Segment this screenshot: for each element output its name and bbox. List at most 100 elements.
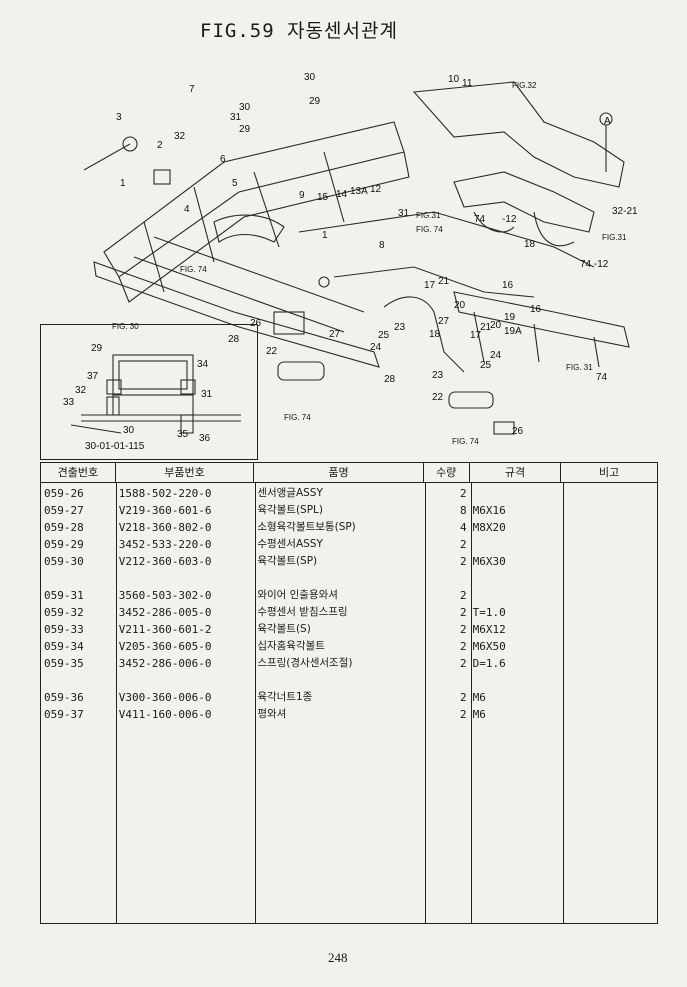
cell-spec: D=1.6 [472,657,506,670]
page-number: 248 [328,950,348,965]
callout-16: 16 [502,280,514,291]
cell-spec: M6X12 [472,623,506,636]
figref-32: FIG.32 [512,81,537,90]
cell-ref: 059-26 [44,487,84,500]
cell-name: 육각너트1종 [257,691,313,703]
cell-qty: 2 [459,589,467,602]
callout-31b: 31 [398,208,410,219]
cell-spec: M6X16 [472,504,506,517]
inset-callout-36: 36 [199,433,211,444]
cell-note [561,536,657,553]
cell-spec: M6X50 [472,640,506,653]
callout-20b: 20 [490,320,502,331]
callout-13a: 13A [350,186,368,197]
callout-24: 24 [370,342,382,353]
callout-15: 15 [317,192,329,203]
cell-part: 3452-286-006-0 [118,657,212,670]
cell-qty: 2 [459,606,467,619]
cell-part: 3452-286-005-0 [118,606,212,619]
header-ref: 견출번호 [41,463,116,482]
cell-qty: 2 [459,487,467,500]
callout-23b: 23 [432,370,444,381]
cell-part: V218-360-802-0 [118,521,212,534]
callout-29: 29 [309,96,321,107]
callout-a: A [604,116,611,127]
cell-qty: 2 [459,708,467,721]
callout-12: 12 [370,184,382,195]
cell-part: 1588-502-220-0 [118,487,212,500]
cell-ref: 059-37 [44,708,84,721]
cell-name: 육각볼트(S) [257,623,311,635]
cell-qty: 2 [459,657,467,670]
cell-name: 수평센서 받침스프링 [257,606,348,618]
inset-callout-32: 32 [75,385,87,396]
callout-2: 2 [157,140,163,151]
callout-21b: 21 [480,322,492,333]
column-divider [563,483,564,923]
callout-26: 26 [250,318,262,329]
callout-3: 3 [116,112,122,123]
callout-12b: -12 [502,214,517,225]
figref-30: FIG. 30 [112,322,139,331]
callout-31: 31 [230,112,242,123]
header-note: 비고 [599,466,620,479]
cell-name: 와이어 인출용와셔 [257,589,338,601]
callout-17b: 17 [470,330,482,341]
inset-callout-34: 34 [197,359,209,370]
callout-27: 27 [438,316,450,327]
cell-qty: 4 [459,521,467,534]
cell-qty: 2 [459,538,467,551]
cell-note [561,587,657,604]
cell-ref: 059-31 [44,589,84,602]
cell-part: V300-360-006-0 [118,691,212,704]
cell-ref: 059-29 [44,538,84,551]
column-divider [116,483,117,923]
inset-callout-37: 37 [87,371,99,382]
figref-31: FIG.31 [602,233,627,242]
callout-21: 21 [438,276,450,287]
callout-25b: 25 [480,360,492,371]
inset-detail: 29 34 37 32 33 30 35 31 36 30-01-01-115 [40,324,258,460]
inset-caption: 30-01-01-115 [85,441,145,452]
callout-17: 17 [424,280,436,291]
cell-name: 수평센서ASSY [257,538,323,550]
callout-29b: 29 [239,124,251,135]
callout-16b: 16 [530,304,542,315]
callout-6: 6 [220,154,226,165]
callout-5: 5 [232,178,238,189]
inset-callout-29: 29 [91,343,103,354]
cell-ref: 059-35 [44,657,84,670]
inset-drawing: 29 34 37 32 33 30 35 31 36 30-01-01-115 [63,343,241,452]
callout-26b: 26 [512,426,524,437]
cell-name: 육각볼트(SPL) [257,504,323,516]
callout-14: 14 [336,189,348,200]
cell-note [561,553,657,570]
callout-18b: 18 [429,329,441,340]
callout-19: 19 [504,312,516,323]
cell-ref: 059-36 [44,691,84,704]
callout-28b: 28 [384,374,396,385]
callout-27b: 27 [329,329,341,340]
cell-note [561,621,657,638]
inset-callout-35: 35 [177,429,189,440]
header-name: 품명 [254,463,424,482]
cell-name: 십자홈육각볼트 [257,640,325,652]
header-qty: 수량 [424,463,470,482]
cell-part: 3560-503-302-0 [118,589,212,602]
figref-31b: FIG.31 [416,211,441,220]
callout-74b: 74 -12 [580,259,609,270]
cell-spec: M6 [472,708,486,721]
cell-qty: 2 [459,691,467,704]
cell-note [561,502,657,519]
figref-31c: FIG. 31 [566,363,593,372]
